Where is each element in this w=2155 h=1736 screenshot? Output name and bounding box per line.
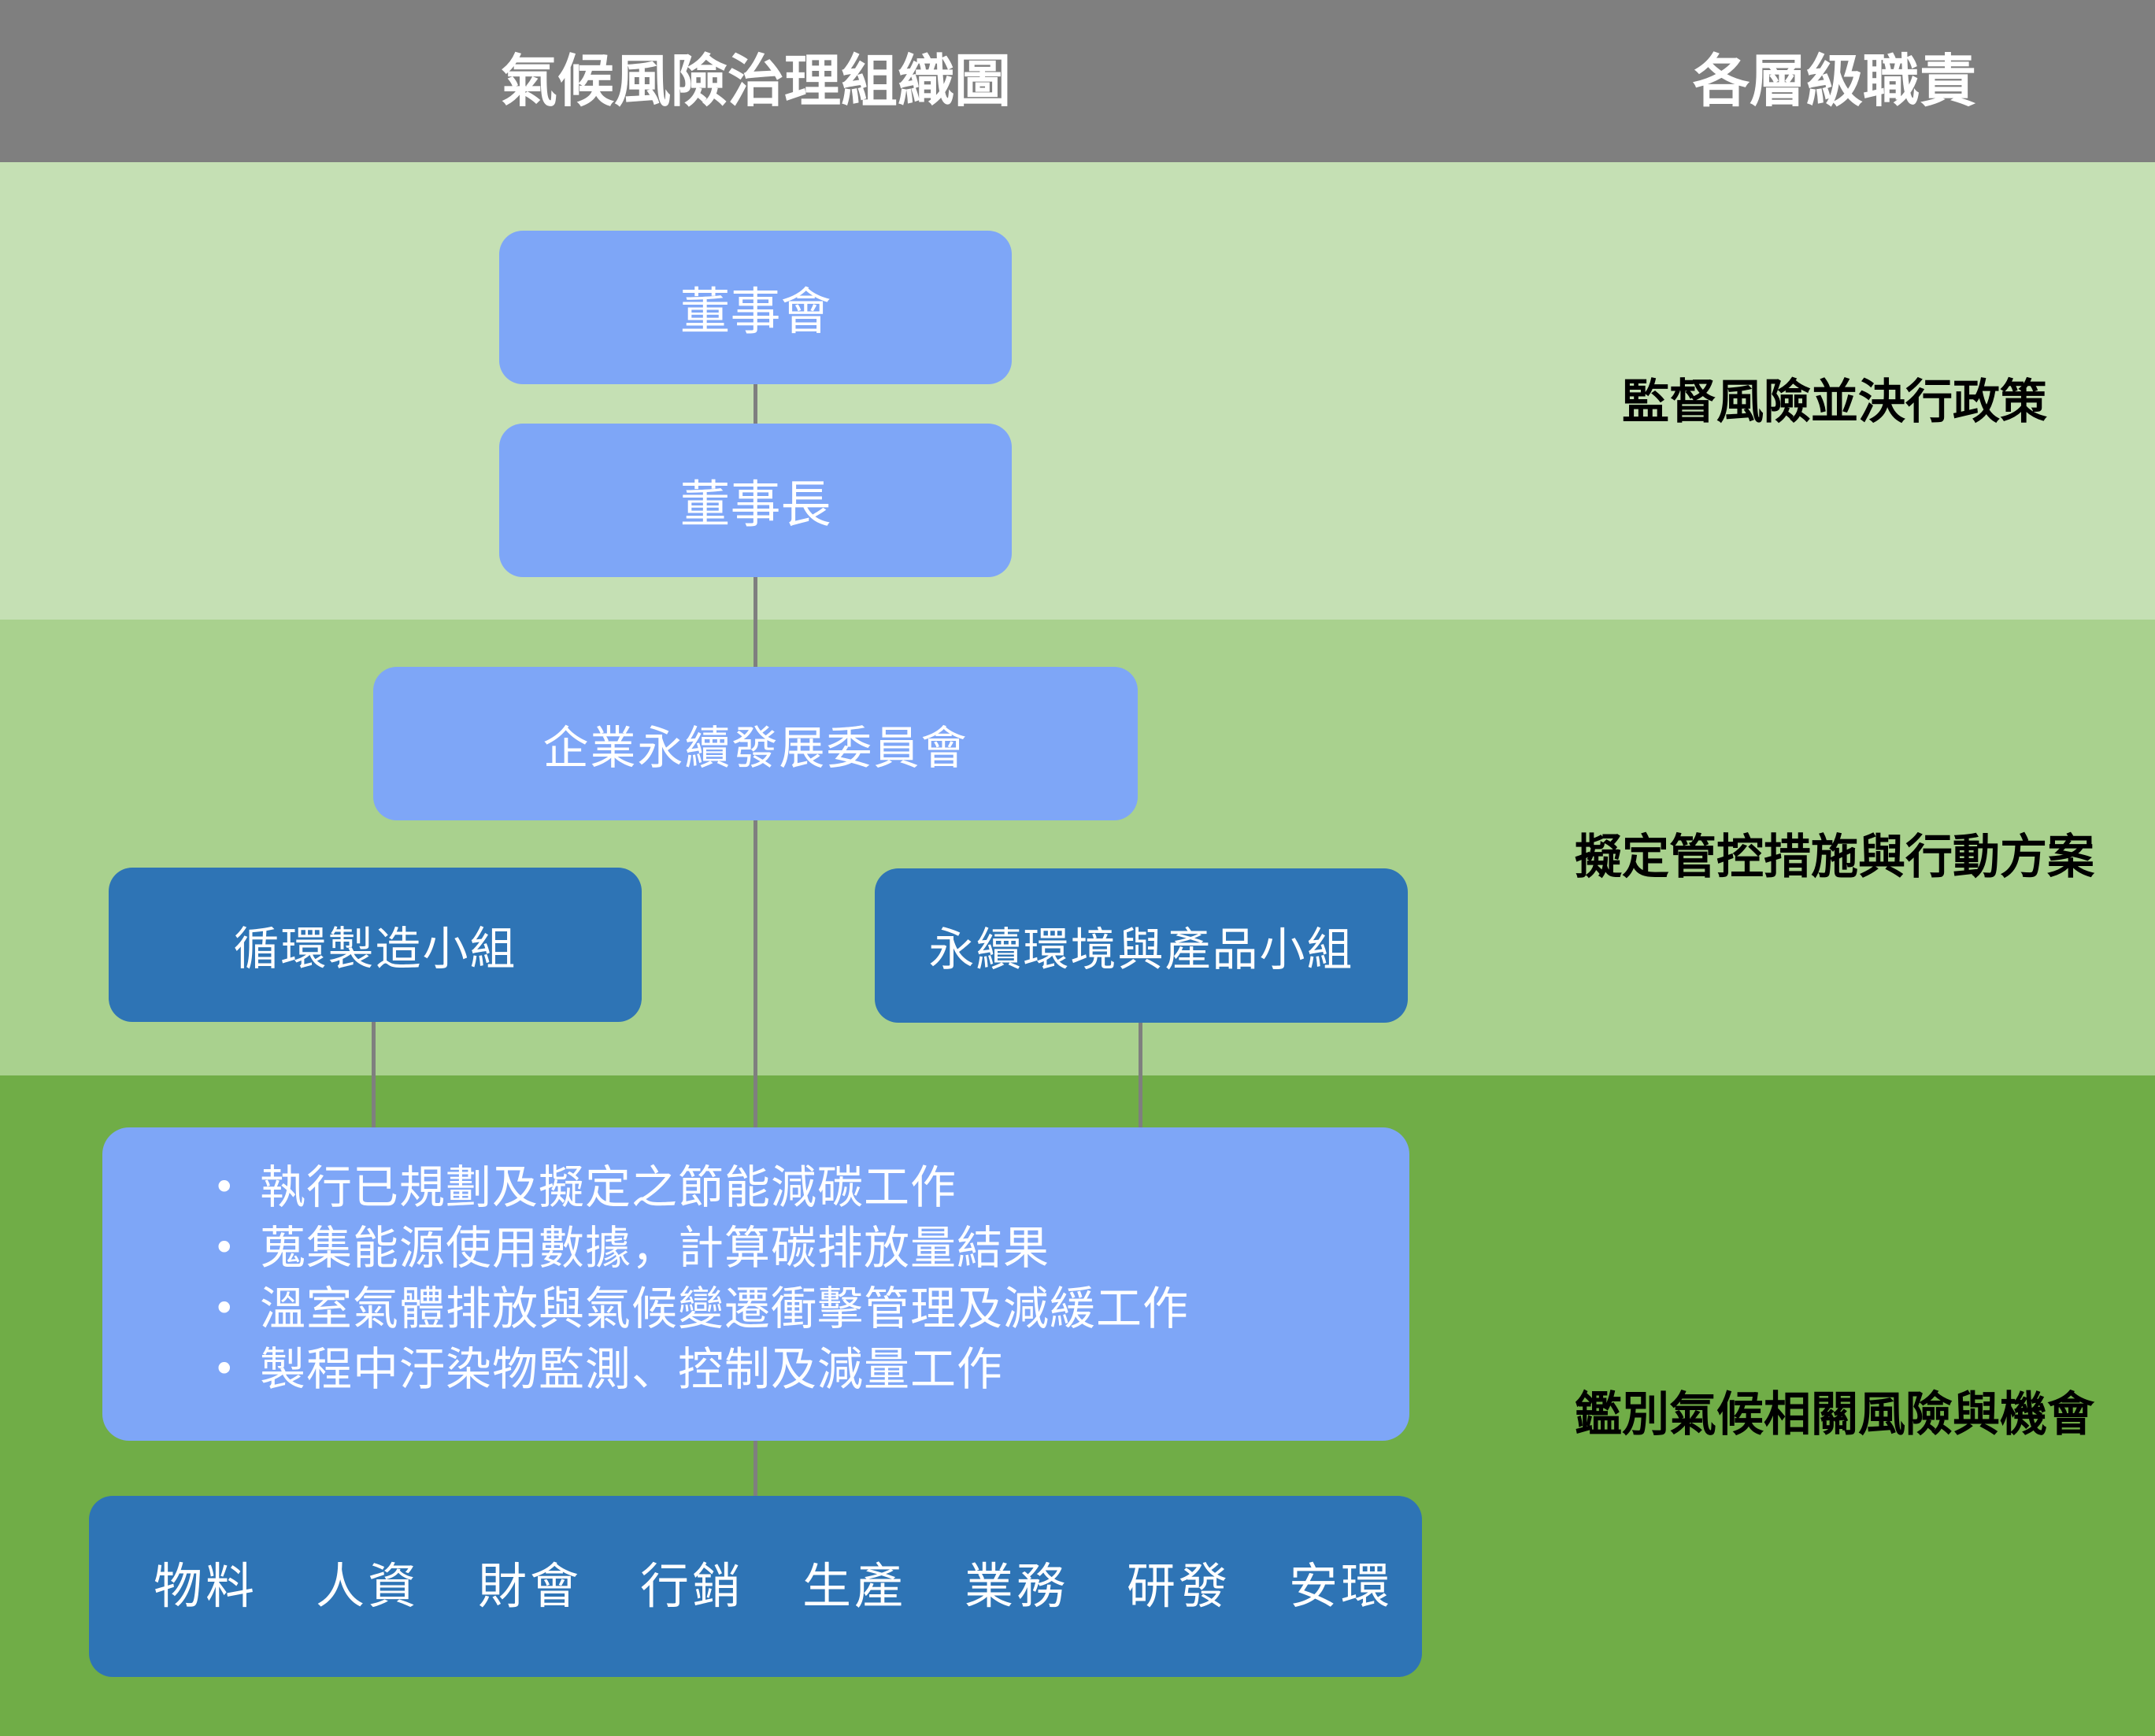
task-item: • 製程中汙染物監測、控制及減量工作 (213, 1339, 1189, 1400)
department-sales: 業務 (964, 1557, 1068, 1615)
board-label: 董事會 (679, 283, 831, 342)
band-oversight (0, 162, 2155, 620)
task-item: • 溫室氣體排放與氣候變遷衝擊管理及減緩工作 (213, 1279, 1189, 1339)
task-item: • 蒐集能源使用數據，計算碳排放量結果 (213, 1218, 1189, 1279)
board-box: 董事會 (499, 231, 1012, 384)
responsibility-identification: 鑑別氣候相關風險與機會 (1575, 1387, 2094, 1442)
connector-committee-tasks (754, 820, 757, 1127)
department-hr: 人資 (315, 1557, 420, 1615)
bullet-icon: • (213, 1346, 237, 1392)
task-text: 溫室氣體排放與氣候變遷衝擊管理及減緩工作 (260, 1282, 1190, 1335)
bullet-icon: • (213, 1286, 237, 1331)
department-safety-environment: 安環 (1288, 1557, 1393, 1615)
task-text: 製程中汙染物監測、控制及減量工作 (260, 1342, 1004, 1396)
tasks-box: • 執行已規劃及擬定之節能減碳工作 • 蒐集能源使用數據，計算碳排放量結果 • 溫室氣… (102, 1127, 1409, 1441)
sustainable-environment-group-box: 永續環境與產品小組 (875, 868, 1408, 1023)
department-rnd: 研發 (1126, 1557, 1231, 1615)
chairman-box: 董事長 (499, 424, 1012, 577)
circular-manufacturing-group-box: 循環製造小組 (109, 868, 642, 1022)
task-item: • 執行已規劃及擬定之節能減碳工作 (213, 1157, 1189, 1218)
connector-tasks-departments (754, 1441, 757, 1496)
departments-box: 物料 人資 財會 行銷 生產 業務 研發 安環 (89, 1496, 1422, 1677)
responsibility-oversight: 監督風險並決行政策 (1622, 375, 2047, 430)
connector-chairman-committee (754, 576, 757, 667)
committee-box: 企業永續發展委員會 (373, 667, 1138, 820)
bullet-icon: • (213, 1225, 237, 1271)
department-marketing: 行銷 (639, 1557, 744, 1615)
header-bar (0, 0, 2155, 162)
bullet-icon: • (213, 1164, 237, 1210)
committee-label: 企業永續發展委員會 (542, 720, 968, 775)
task-text: 執行已規劃及擬定之節能減碳工作 (260, 1160, 957, 1214)
tasks-list: • 執行已規劃及擬定之節能減碳工作 • 蒐集能源使用數據，計算碳排放量結果 • 溫室氣… (213, 1157, 1189, 1400)
connector-left-group-tasks (372, 1022, 376, 1127)
connector-right-group-tasks (1139, 1022, 1142, 1127)
org-chart-title: 氣候風險治理組織圖 (500, 48, 1011, 114)
sustainable-environment-group-label: 永續環境與產品小組 (928, 923, 1354, 976)
responsibility-planning: 擬定管控措施與行動方案 (1575, 830, 2094, 885)
department-finance: 財會 (477, 1557, 582, 1615)
chairman-label: 董事長 (679, 476, 831, 535)
department-materials: 物料 (153, 1557, 257, 1615)
connector-board-chairman (754, 384, 757, 425)
task-text: 蒐集能源使用數據，計算碳排放量結果 (260, 1221, 1050, 1275)
responsibilities-title: 各層級職責 (1692, 48, 1976, 114)
circular-manufacturing-group-label: 循環製造小組 (233, 922, 517, 975)
department-production: 生產 (802, 1557, 906, 1615)
